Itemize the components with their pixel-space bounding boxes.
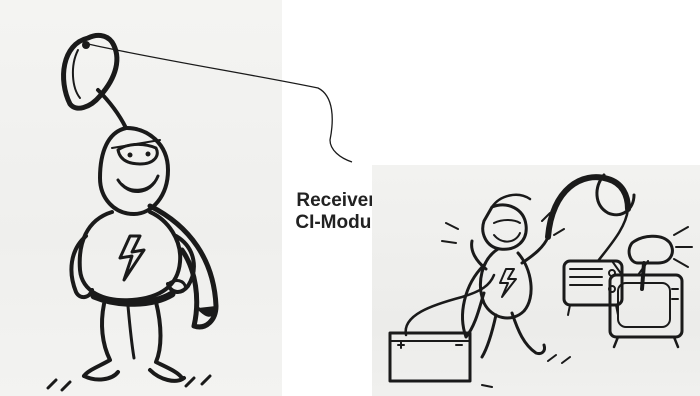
caption-line-ci-modul: CI-Modul: [295, 212, 377, 233]
left-illustration-panel: [0, 0, 282, 396]
hero-head: [98, 126, 170, 216]
cape-icon: [147, 203, 219, 330]
right-illustration-panel: [372, 165, 700, 396]
television-icon: [608, 260, 684, 349]
dish-headed-superhero-icon: [46, 32, 219, 392]
hero-body: [69, 210, 196, 307]
superhero-powering-appliances-icon: [388, 173, 693, 388]
battery-icon: [388, 331, 472, 383]
caption-label: Receiver CI-Modul: [284, 190, 388, 234]
hero-legs: [82, 300, 186, 383]
ground-scribble: [46, 374, 212, 392]
satellite-dish-icon: [61, 32, 128, 130]
caption-line-receiver: Receiver: [296, 190, 376, 211]
lightning-emblem-icon: [118, 234, 146, 282]
radio-icon: [562, 259, 624, 316]
running-hero: [441, 193, 565, 359]
